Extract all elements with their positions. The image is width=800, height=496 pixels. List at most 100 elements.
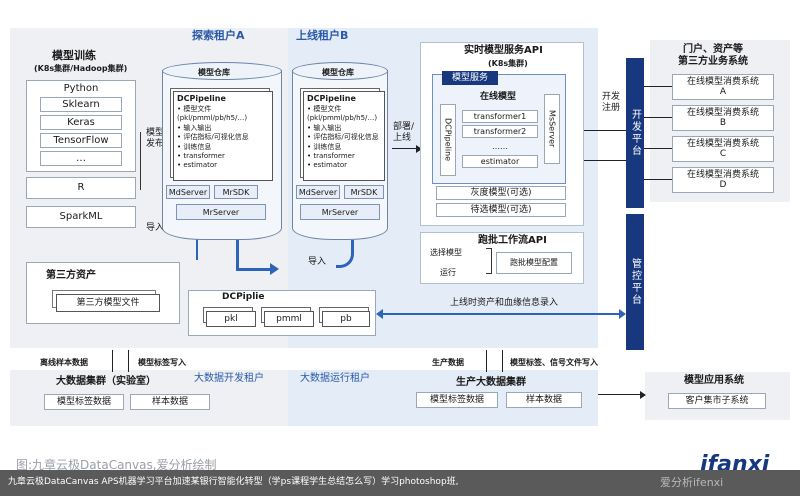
service-to-platform-arrow	[584, 160, 626, 161]
app-system-title: 模型应用系统	[684, 375, 744, 386]
batch-config: 跑批模型配置	[496, 252, 572, 274]
repo-b-cylinder-top	[292, 62, 388, 80]
batch-select: 选择模型	[430, 248, 462, 257]
lineage-label: 上线时资产和血缘信息录入	[450, 298, 559, 308]
prod-cluster-tags: 模型标签数据	[416, 392, 498, 408]
third-party-file: 第三方模型文件	[56, 294, 160, 312]
repo-b-mrsdk: MrSDK	[344, 185, 384, 199]
repo-b-doc-item: • 评估指标/可视化信息	[307, 133, 379, 142]
deploy-arrow	[392, 148, 418, 149]
dev-register-label: 开发 注册	[602, 92, 621, 113]
repo-a-mdserver: MdServer	[166, 185, 210, 199]
dcpiplie-title: DCPiplie	[222, 292, 265, 302]
tenant-explore-label: 探索租户A	[192, 29, 245, 42]
offline-data-label: 离线样本数据	[40, 358, 88, 367]
repo-a-cylinder-top	[162, 62, 282, 80]
repo-b-doc: DCPipeline • 模型文件 (pkl/pmml/pb/h5/…) • 输…	[303, 91, 385, 181]
stack-more: ……	[492, 141, 508, 151]
batch-api-title: 跑批工作流API	[478, 235, 547, 246]
stack-transformer2: transformer2	[462, 125, 538, 138]
repo-b-mdserver: MdServer	[296, 185, 340, 199]
import-label-b: 导入	[308, 257, 327, 267]
model-service-tag: 模型服务	[442, 71, 498, 85]
model-publish-label: 模型 发布	[146, 128, 165, 149]
repo-a-mrsdk: MrSDK	[214, 185, 258, 199]
repoA-to-dcpiplie-arrow	[236, 240, 239, 270]
third-party-title: 第三方资产	[46, 270, 96, 281]
repo-a-doc: DCPipeline • 模型文件 (pkl/pmml/pb/h5/…) • 输…	[173, 91, 273, 181]
import-label-a: 导入	[146, 223, 165, 233]
lab-cluster-title: 大数据集群（实验室）	[56, 376, 156, 387]
repo-b-doc-item: (pkl/pmml/pb/h5/…)	[307, 114, 378, 123]
repo-a-doc-title: DCPipeline	[177, 94, 226, 103]
framework-python: Python	[40, 82, 122, 96]
footer-bar	[0, 470, 800, 496]
label-signal-label: 模型标签、信号文件写入	[510, 358, 598, 367]
portal-connector	[644, 117, 672, 118]
portal-connector	[644, 86, 672, 87]
portal-system-a: 在线模型消费系统 A	[672, 74, 774, 100]
framework-sparkml: SparkML	[26, 206, 136, 228]
dcpiplie-pmml: pmml	[264, 311, 314, 327]
realtime-api-subtitle: (K8s集群)	[488, 59, 528, 68]
publish-arrow-line	[140, 132, 141, 190]
repo-a-doc-item: • transformer	[177, 151, 225, 160]
stack-estimator: estimator	[462, 155, 538, 168]
lineage-arrow-left-head	[376, 309, 383, 319]
footer-caption: 九章云极DataCanvas APS机器学习平台加速某银行智能化转型（学ps课程…	[8, 477, 459, 487]
realtime-api-title: 实时模型服务API	[464, 45, 543, 56]
batch-bracket	[486, 248, 492, 274]
repo-a-mrserver: MrServer	[176, 204, 266, 220]
portal-connector	[644, 179, 672, 180]
prod-data-label: 生产数据	[432, 358, 464, 367]
dcpiplie-pkl: pkl	[206, 311, 256, 327]
tenant-bigdata-run-label: 大数据运行租户	[300, 373, 370, 384]
repo-a-doc-item: • 模型文件	[177, 104, 212, 113]
dcpipeline-vertical: DCPipeline	[440, 104, 456, 176]
framework-r: R	[26, 177, 136, 199]
service-to-platform-arrow	[584, 130, 626, 131]
label-write-arrow	[128, 350, 129, 372]
repo-a-doc-item: • 评估指标/可视化信息	[177, 133, 249, 142]
lineage-arrow-right-head	[619, 309, 626, 319]
label-write-label: 模型标签写入	[138, 358, 186, 367]
repo-a-title: 模型仓库	[198, 68, 230, 77]
repoA-arrow-head	[270, 263, 279, 275]
framework-sklearn: Sklearn	[40, 97, 122, 112]
control-platform-bar: 管控平台	[626, 214, 644, 350]
gray-model: 灰度模型(可选)	[436, 186, 566, 200]
dcpiplie-pb: pb	[322, 311, 370, 327]
repo-b-doc-item: • estimator	[307, 161, 348, 170]
repo-a-doc-item: • estimator	[177, 161, 218, 170]
prod-to-app-arrow-head	[640, 391, 646, 399]
repo-a-doc-item: • 训练信息	[177, 142, 212, 151]
app-system-sub: 客户集市子系统	[668, 393, 766, 409]
candidate-model: 待选模型(可选)	[436, 203, 566, 217]
offline-arrow	[112, 350, 113, 372]
repo-b-mrserver: MrServer	[300, 204, 380, 220]
tenant-bigdata-dev-label: 大数据开发租户	[194, 373, 264, 384]
deploy-arrow-head	[416, 145, 422, 153]
repo-b-doc-item: • 训练信息	[307, 142, 342, 151]
training-subtitle: (K8s集群/Hadoop集群)	[34, 64, 128, 73]
repo-b-doc-item: • transformer	[307, 151, 355, 160]
tenant-online-label: 上线租户B	[296, 29, 349, 42]
msserver-vertical: MsServer	[544, 94, 560, 164]
prod-data-arrow	[486, 350, 487, 372]
prod-cluster-samples: 样本数据	[506, 392, 582, 408]
repo-a-doc-item: • 输入输出	[177, 123, 212, 132]
deploy-label: 部署/ 上线	[393, 122, 415, 143]
lineage-arrow	[380, 313, 620, 315]
import-b-arrow	[336, 240, 354, 268]
framework-keras: Keras	[40, 115, 122, 130]
framework-more: …	[40, 151, 122, 166]
portal-connector	[644, 148, 672, 149]
portal-title: 门户、资产等 第三方业务系统	[678, 44, 748, 67]
lab-cluster-samples: 样本数据	[130, 394, 210, 410]
lab-cluster-tags: 模型标签数据	[44, 394, 124, 410]
repo-b-title: 模型仓库	[322, 68, 354, 77]
portal-system-d: 在线模型消费系统 D	[672, 167, 774, 193]
label-signal-arrow	[502, 350, 503, 372]
repo-b-doc-item: • 模型文件	[307, 104, 342, 113]
online-model-label: 在线模型	[480, 92, 517, 102]
